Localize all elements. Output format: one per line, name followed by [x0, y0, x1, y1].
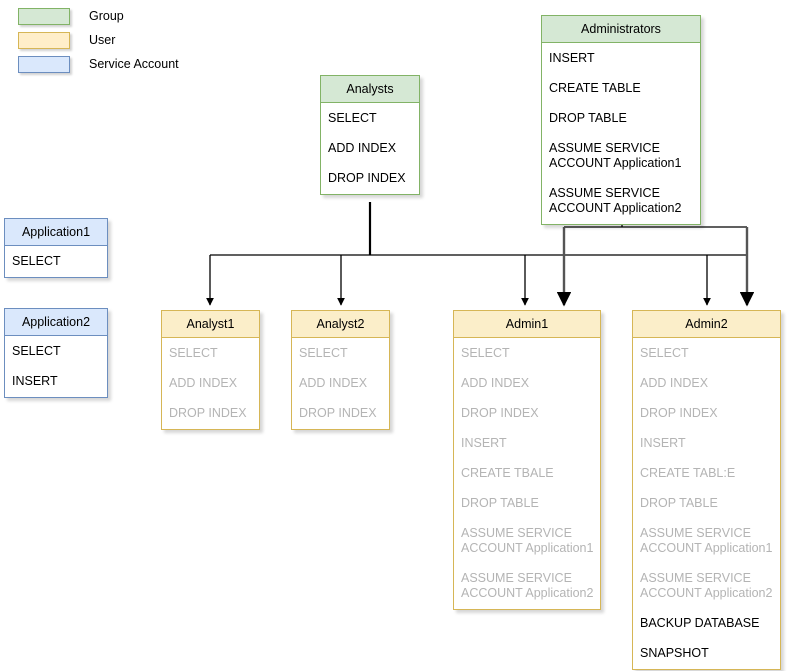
permission-item: DROP INDEX [169, 406, 247, 420]
legend-item-user: User [18, 30, 238, 51]
permission-item: ADD INDEX [640, 376, 709, 390]
node-application2[interactable]: Application2 SELECT INSERT [4, 308, 108, 398]
permission-item: ASSUME SERVICE ACCOUNT Application1 [461, 526, 594, 555]
node-application2-permissions: SELECT INSERT [4, 336, 108, 398]
node-analysts[interactable]: Analysts SELECT ADD INDEX DROP INDEX [320, 75, 420, 195]
permission-item: SELECT [169, 346, 218, 360]
permission-item: ADD INDEX [299, 376, 368, 390]
permission-item: CREATE TABLE [549, 81, 641, 95]
permission-item: SELECT [461, 346, 510, 360]
permission-item: ADD INDEX [461, 376, 530, 390]
permission-item: INSERT [549, 51, 595, 65]
legend-label-group: Group [89, 9, 124, 23]
permission-item: CREATE TABL:E [640, 466, 736, 480]
permission-item: DROP INDEX [328, 171, 406, 185]
permission-item: ADD INDEX [169, 376, 238, 390]
permission-item: ASSUME SERVICE ACCOUNT Application1 [549, 141, 682, 170]
permission-item: INSERT [12, 374, 58, 388]
node-analysts-permissions: SELECT ADD INDEX DROP INDEX [320, 103, 420, 195]
node-application2-title: Application2 [4, 308, 108, 336]
node-administrators-permissions: INSERT CREATE TABLE DROP TABLE ASSUME SERVI… [541, 43, 701, 225]
permission-item: SELECT [12, 344, 61, 358]
permission-item: DROP TABLE [549, 111, 627, 125]
node-analyst1-title: Analyst1 [161, 310, 260, 338]
legend-swatch-group [18, 8, 70, 25]
legend-label-user: User [89, 33, 116, 47]
permission-item: DROP INDEX [299, 406, 377, 420]
permission-item: SELECT [12, 254, 61, 268]
node-admin2-permissions: SELECT ADD INDEX DROP INDEX INSERT CREATE TA… [632, 338, 781, 670]
node-admin1-permissions: SELECT ADD INDEX DROP INDEX INSERT CREATE TB… [453, 338, 601, 610]
node-application1-permissions: SELECT [4, 246, 108, 278]
permission-item: DROP TABLE [461, 496, 539, 510]
node-admin2-title: Admin2 [632, 310, 781, 338]
permission-item: CREATE TBALE [461, 466, 554, 480]
node-analyst2[interactable]: Analyst2 SELECT ADD INDEX DROP INDEX [291, 310, 390, 430]
legend: Group User Service Account [18, 6, 238, 78]
legend-swatch-service-account [18, 56, 70, 73]
permission-item: ASSUME SERVICE ACCOUNT Application2 [461, 571, 594, 600]
permission-item: INSERT [640, 436, 686, 450]
permission-item: ASSUME SERVICE ACCOUNT Application2 [640, 571, 773, 600]
permission-item: SELECT [328, 111, 377, 125]
permission-item: DROP TABLE [640, 496, 718, 510]
node-analyst2-title: Analyst2 [291, 310, 390, 338]
node-analysts-title: Analysts [320, 75, 420, 103]
permission-item: INSERT [461, 436, 507, 450]
node-application1-title: Application1 [4, 218, 108, 246]
permission-item: SELECT [640, 346, 689, 360]
node-analyst1-permissions: SELECT ADD INDEX DROP INDEX [161, 338, 260, 430]
legend-item-service-account: Service Account [18, 54, 238, 75]
permission-item: DROP INDEX [640, 406, 718, 420]
permission-item: SNAPSHOT [640, 646, 709, 660]
node-administrators-title: Administrators [541, 15, 701, 43]
permission-item: DROP INDEX [461, 406, 539, 420]
permission-item: ASSUME SERVICE ACCOUNT Application2 [549, 186, 682, 215]
node-application1[interactable]: Application1 SELECT [4, 218, 108, 278]
node-admin2[interactable]: Admin2 SELECT ADD INDEX DROP INDEX INSERT CR… [632, 310, 781, 670]
permission-item: ASSUME SERVICE ACCOUNT Application1 [640, 526, 773, 555]
legend-label-service-account: Service Account [89, 57, 179, 71]
permission-item: SELECT [299, 346, 348, 360]
permission-item: BACKUP DATABASE [640, 616, 760, 630]
legend-swatch-user [18, 32, 70, 49]
node-analyst2-permissions: SELECT ADD INDEX DROP INDEX [291, 338, 390, 430]
node-analyst1[interactable]: Analyst1 SELECT ADD INDEX DROP INDEX [161, 310, 260, 430]
permission-item: ADD INDEX [328, 141, 397, 155]
node-admin1-title: Admin1 [453, 310, 601, 338]
legend-item-group: Group [18, 6, 238, 27]
node-administrators[interactable]: Administrators INSERT CREATE TABLE DROP TA… [541, 15, 701, 225]
node-admin1[interactable]: Admin1 SELECT ADD INDEX DROP INDEX INSERT CR… [453, 310, 601, 610]
